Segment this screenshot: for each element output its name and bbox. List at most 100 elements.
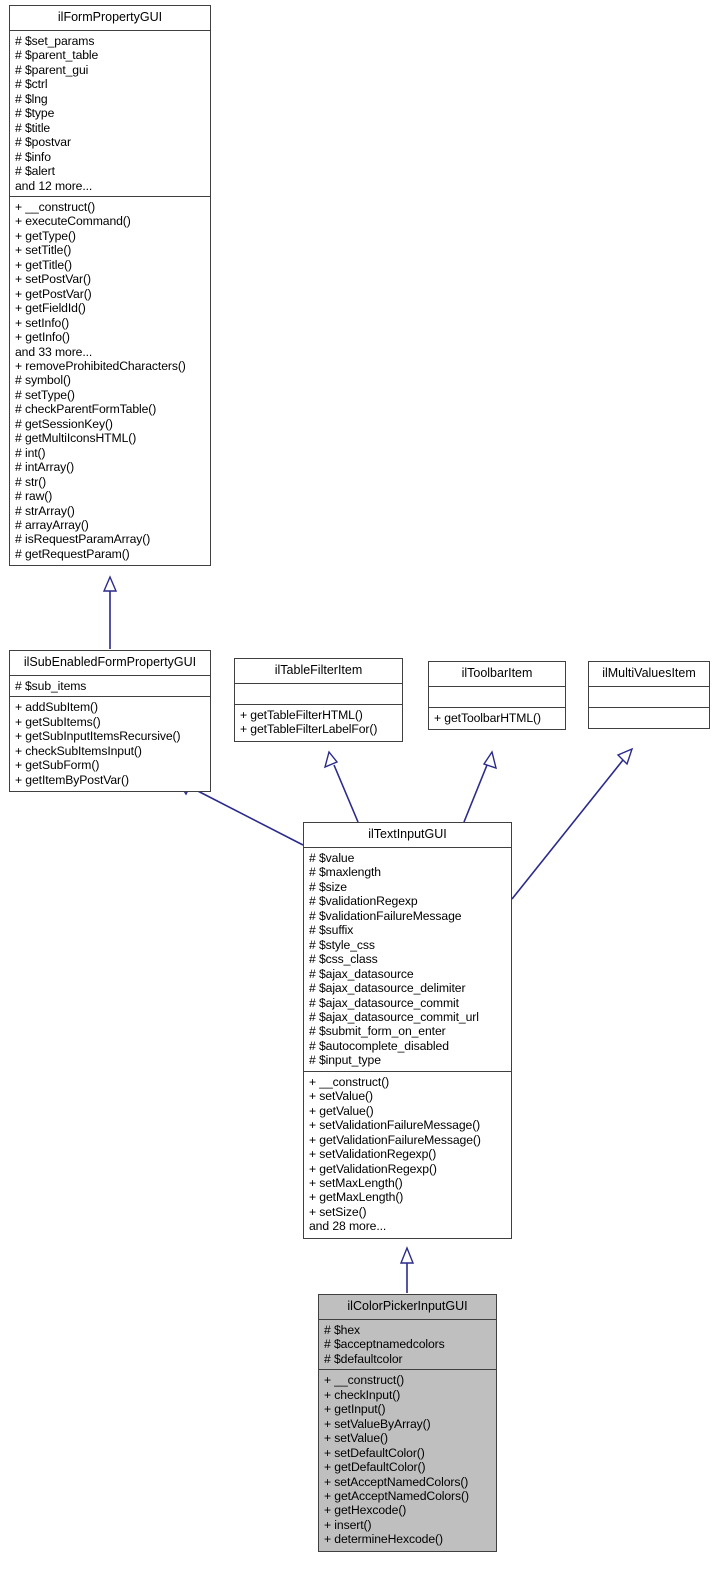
- class-member: + getMaxLength(): [309, 1190, 404, 1205]
- edge-textinput-to-multivaluesitem: [511, 747, 634, 900]
- class-member: + setPostVar(): [15, 272, 91, 287]
- class-member: # $acceptnamedcolors: [324, 1337, 445, 1352]
- class-operations: + getToolbarHTML(): [429, 708, 565, 729]
- class-member: # getSessionKey(): [15, 416, 113, 431]
- class-operations: + __construct()+ setValue()+ getValue()+…: [304, 1072, 511, 1238]
- class-member: # $ajax_datasource_commit: [309, 995, 459, 1010]
- class-title: ilFormPropertyGUI: [10, 6, 210, 31]
- class-member: + getTableFilterLabelFor(): [240, 722, 378, 737]
- class-member: + removeProhibitedCharacters(): [15, 358, 186, 373]
- class-member: # $ajax_datasource_delimiter: [309, 981, 466, 996]
- class-member: + setValue(): [324, 1431, 388, 1446]
- class-member: + __construct(): [324, 1373, 405, 1388]
- class-member: # checkParentFormTable(): [15, 402, 157, 417]
- class-member: # $validationFailureMessage: [309, 908, 462, 923]
- class-title: ilToolbarItem: [429, 662, 565, 687]
- class-box-ilMultiValuesItem[interactable]: ilMultiValuesItem: [588, 661, 710, 729]
- class-member: # $style_css: [309, 937, 375, 952]
- class-member: # $input_type: [309, 1053, 381, 1068]
- class-member: # strArray(): [15, 503, 75, 518]
- class-member: # $size: [309, 879, 347, 894]
- class-member: + determineHexcode(): [324, 1532, 443, 1547]
- class-member: + setDefaultColor(): [324, 1445, 425, 1460]
- class-member: # $postvar: [15, 135, 71, 150]
- class-member: + checkSubItemsInput(): [15, 743, 142, 758]
- class-member: + executeCommand(): [15, 214, 131, 229]
- class-operations: + __construct()+ checkInput()+ getInput(…: [319, 1370, 496, 1550]
- class-member: # $value: [309, 851, 355, 865]
- class-box-ilTableFilterItem[interactable]: ilTableFilterItem + getTableFilterHTML()…: [234, 658, 403, 742]
- class-attributes: # $value# $maxlength# $size# $validation…: [304, 848, 511, 1072]
- class-member: # intArray(): [15, 460, 75, 475]
- class-member: # getMultiIconsHTML(): [15, 431, 137, 446]
- class-member: # str(): [15, 474, 47, 489]
- class-member: + setSize(): [309, 1204, 367, 1219]
- class-member: + getPostVar(): [15, 286, 92, 301]
- class-member: # $ajax_datasource_commit_url: [309, 1009, 479, 1024]
- class-operations: + addSubItem()+ getSubItems()+ getSubInp…: [10, 697, 210, 791]
- class-title: ilMultiValuesItem: [589, 662, 709, 687]
- class-member: and 12 more...: [15, 178, 93, 193]
- class-member: + getValidationFailureMessage(): [309, 1132, 481, 1147]
- class-member: + getItemByPostVar(): [15, 772, 129, 787]
- class-member: + getSubItems(): [15, 714, 101, 729]
- class-member: + getInfo(): [15, 330, 70, 345]
- class-member: # raw(): [15, 489, 53, 504]
- class-title: ilTextInputGUI: [304, 823, 511, 848]
- class-member: # $validationRegexp: [309, 894, 418, 909]
- class-member: # $autocomplete_disabled: [309, 1038, 449, 1053]
- class-member: # $title: [15, 120, 51, 135]
- class-member: + getToolbarHTML(): [434, 711, 541, 725]
- class-box-ilTextInputGUI[interactable]: ilTextInputGUI # $value# $maxlength# $si…: [303, 822, 512, 1239]
- class-member: # arrayArray(): [15, 517, 89, 532]
- class-member: + setValue(): [309, 1089, 373, 1104]
- class-attributes: [429, 687, 565, 708]
- class-member: + getFieldId(): [15, 301, 86, 316]
- class-member: + getValidationRegexp(): [309, 1161, 437, 1176]
- class-operations: [589, 708, 709, 728]
- class-attributes: # $hex# $acceptnamedcolors# $defaultcolo…: [319, 1320, 496, 1371]
- class-operations: + getTableFilterHTML()+ getTableFilterLa…: [235, 705, 402, 741]
- class-title: ilTableFilterItem: [235, 659, 402, 684]
- class-member: # $parent_gui: [15, 62, 89, 77]
- class-attributes: [235, 684, 402, 705]
- class-member: + setValidationFailureMessage(): [309, 1118, 481, 1133]
- class-member: # $submit_form_on_enter: [309, 1024, 446, 1039]
- class-member: # symbol(): [15, 373, 71, 388]
- class-title: ilSubEnabledFormPropertyGUI: [10, 651, 210, 676]
- class-member: + setTitle(): [15, 243, 72, 258]
- class-member: + setValueByArray(): [324, 1416, 431, 1431]
- edge-subenabled-to-formproperty: [102, 575, 118, 649]
- class-member: # $hex: [324, 1323, 360, 1337]
- class-member: + __construct(): [309, 1074, 390, 1089]
- class-member: + getTitle(): [15, 257, 72, 272]
- class-member: + getHexcode(): [324, 1503, 407, 1518]
- class-member: # $set_params: [15, 34, 95, 48]
- class-box-ilSubEnabledFormPropertyGUI[interactable]: ilSubEnabledFormPropertyGUI # $sub_items…: [9, 650, 211, 793]
- class-box-ilFormPropertyGUI[interactable]: ilFormPropertyGUI # $set_params# $parent…: [9, 5, 211, 567]
- class-member: + getSubForm(): [15, 758, 100, 773]
- class-member: + setInfo(): [15, 315, 70, 330]
- class-member: # int(): [15, 445, 46, 460]
- class-member: + getInput(): [324, 1402, 386, 1417]
- class-member: + getValue(): [309, 1103, 374, 1118]
- edge-textinput-to-toolbaritem: [463, 750, 497, 823]
- class-member: # $maxlength: [309, 865, 381, 880]
- class-attributes: [589, 687, 709, 708]
- class-member: # $type: [15, 106, 55, 121]
- class-member: # $ctrl: [15, 77, 48, 92]
- class-member: + getDefaultColor(): [324, 1460, 426, 1475]
- class-box-ilToolbarItem[interactable]: ilToolbarItem + getToolbarHTML(): [428, 661, 566, 731]
- class-member: + setMaxLength(): [309, 1175, 403, 1190]
- class-member: # $info: [15, 149, 51, 164]
- class-member: # setType(): [15, 387, 75, 402]
- class-attributes: # $sub_items: [10, 676, 210, 698]
- class-member: # $suffix: [309, 923, 354, 938]
- class-member: # $parent_table: [15, 48, 99, 63]
- class-member: # $alert: [15, 164, 55, 179]
- edge-textinput-to-tablefilteritem: [323, 750, 359, 823]
- class-member: # isRequestParamArray(): [15, 532, 151, 547]
- class-box-ilColorPickerInputGUI[interactable]: ilColorPickerInputGUI # $hex# $acceptnam…: [318, 1294, 497, 1552]
- class-member: + setValidationRegexp(): [309, 1147, 437, 1162]
